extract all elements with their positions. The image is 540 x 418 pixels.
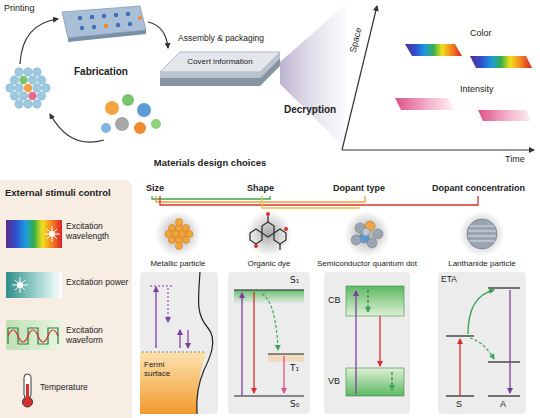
label: Color <box>470 28 492 38</box>
node-text: Excitation power <box>66 278 130 288</box>
node-art <box>140 272 218 414</box>
covert-slab: Covert information <box>158 50 282 90</box>
label: Shape <box>247 183 274 193</box>
energy-panel: ETA S A <box>438 272 526 414</box>
node-text: A <box>500 399 506 409</box>
node-art <box>324 272 410 414</box>
label: Time <box>505 154 525 164</box>
node-art <box>228 272 310 414</box>
label: Metallic particle <box>133 259 223 268</box>
node-text: S₁ <box>290 275 299 285</box>
label: Space <box>348 27 364 54</box>
label: Decryption <box>284 104 336 116</box>
node-text: CB <box>328 295 341 305</box>
node-text: T₁ <box>290 363 299 373</box>
node-text: ETA <box>441 275 457 285</box>
label: Printing <box>4 3 35 13</box>
energy-panel: Fermi surface <box>140 272 218 414</box>
label: Intensity <box>460 84 494 94</box>
label: Size <box>146 183 164 193</box>
label: Assembly & packaging <box>178 34 264 44</box>
label: Organic dye <box>224 259 314 268</box>
node-text: Excitation wavelength <box>66 222 130 242</box>
label: Materials design choices <box>130 158 290 169</box>
energy-panel: CB VB <box>324 272 410 414</box>
label: Dopant type <box>333 183 385 193</box>
label: Lanthanide particle <box>437 259 527 268</box>
label: Fabrication <box>74 66 128 78</box>
node-text: S <box>456 399 462 409</box>
node-text: Excitation waveform <box>66 326 130 346</box>
node-art <box>158 50 282 90</box>
node-text: Temperature <box>40 383 88 393</box>
node-text: VB <box>328 376 340 386</box>
label: Dopant concentration <box>432 183 525 193</box>
node-text: S₀ <box>290 399 299 409</box>
node-text: External stimuli control <box>5 188 129 199</box>
label: Semiconductor quantum dot <box>312 259 422 268</box>
node-art <box>438 272 526 414</box>
energy-panel: S₁ T₁ S₀ <box>228 272 310 414</box>
stimuli-panel: External stimuli controlExcitation wavel… <box>0 180 132 418</box>
node-text: Covert information <box>174 57 266 66</box>
node-text: Fermi surface <box>144 360 192 378</box>
